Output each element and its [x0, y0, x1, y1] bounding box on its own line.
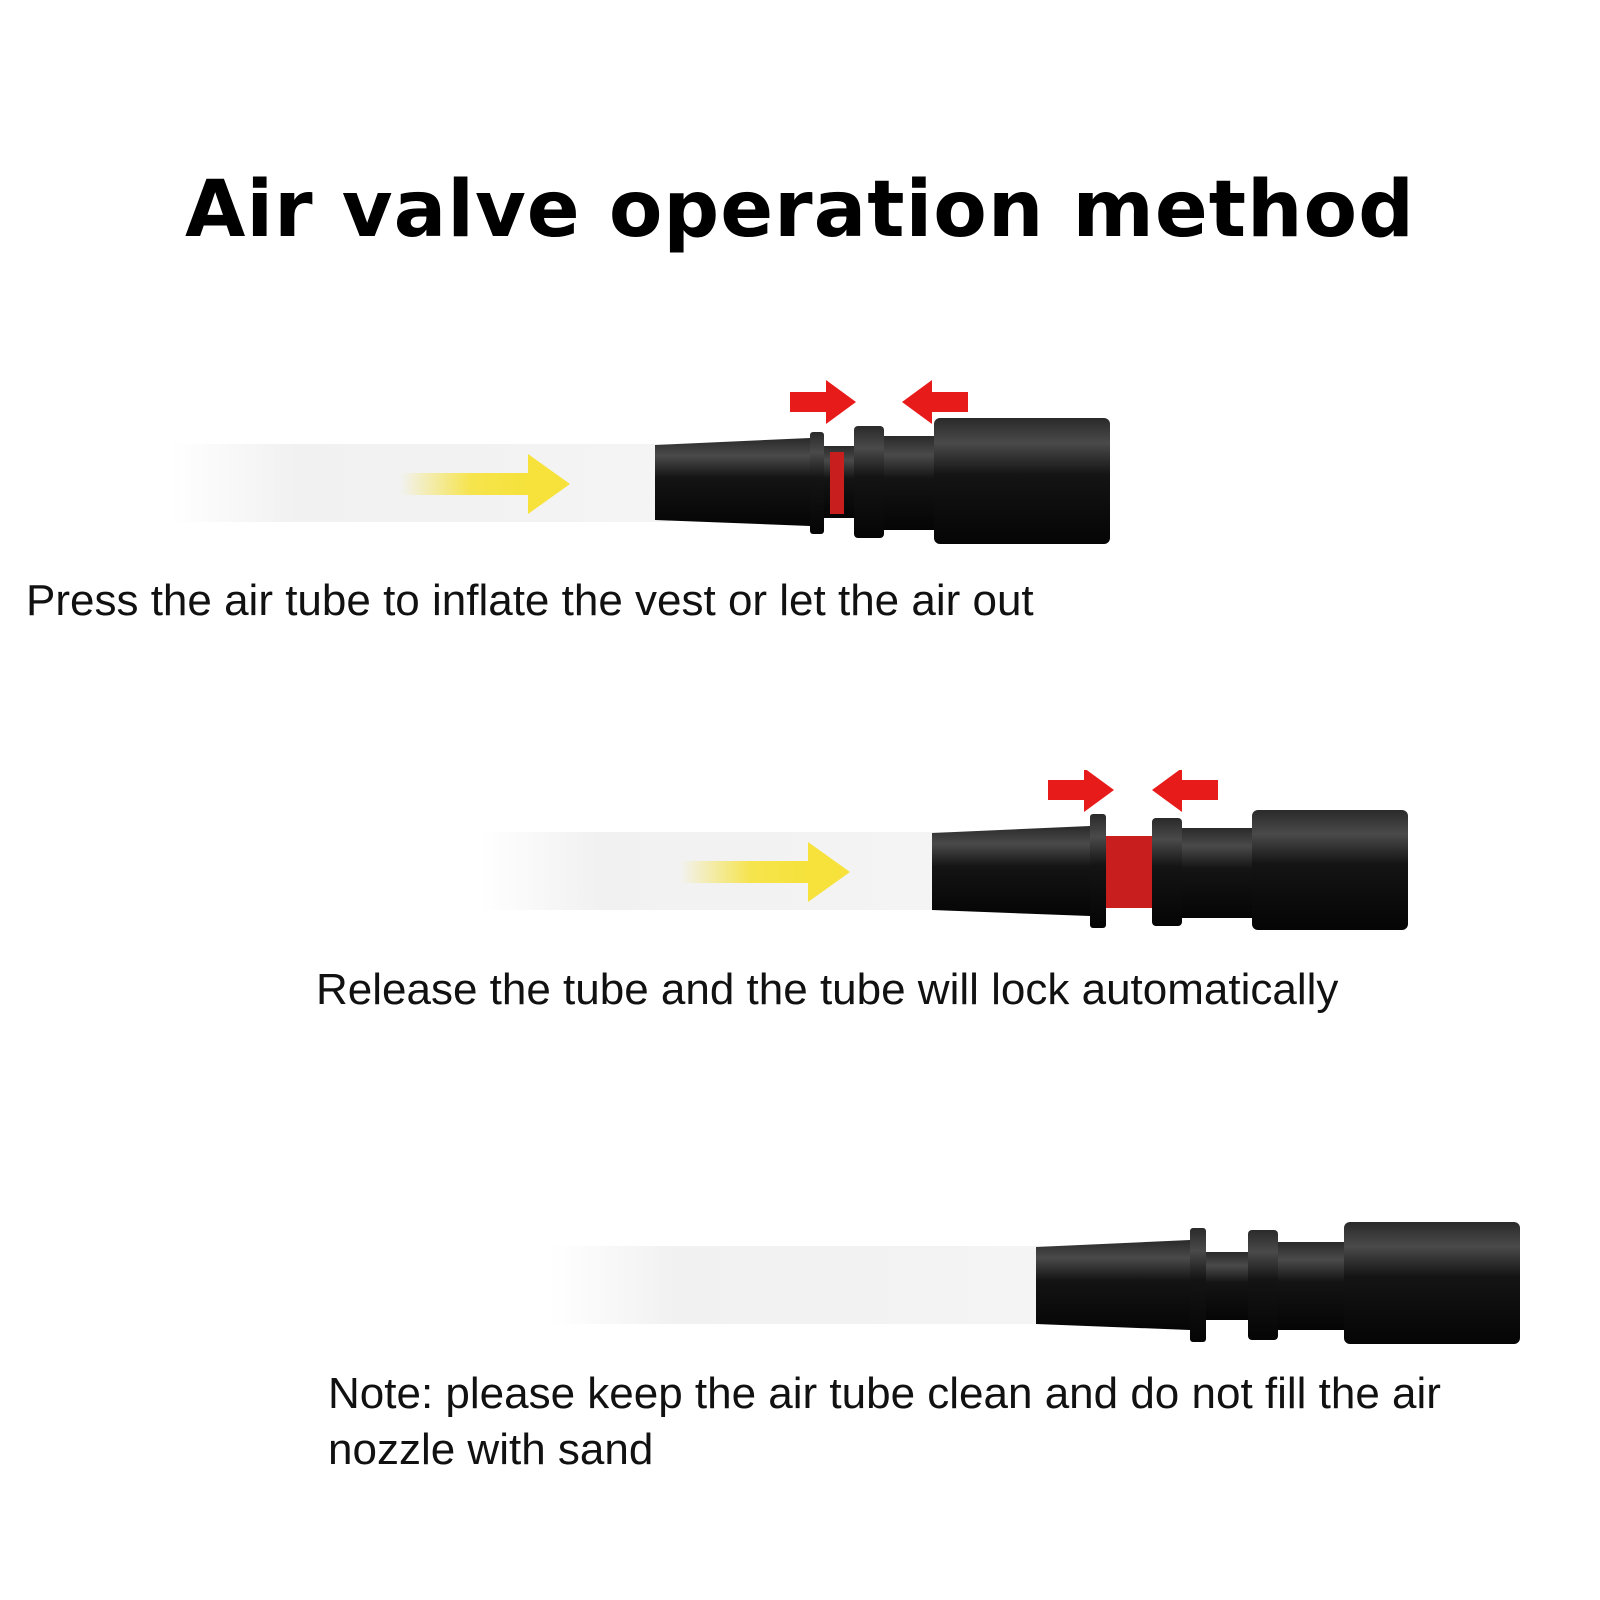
press-arrow-right-icon: [1048, 770, 1114, 812]
air-tube: [550, 1246, 1050, 1324]
page-title: Air valve operation method: [185, 165, 1415, 255]
airflow-arrow-icon: [400, 454, 570, 514]
press-arrow-left-icon: [1152, 770, 1218, 812]
airflow-arrow-icon: [680, 842, 850, 902]
air-valve-released-illustration: [480, 770, 1408, 930]
valve-body: [1036, 1222, 1520, 1344]
step-3-note-caption: Note: please keep the air tube clean and…: [328, 1369, 1441, 1474]
seal-ring: [1106, 836, 1152, 908]
step-2-caption: Release the tube and the tube will lock …: [316, 965, 1339, 1014]
air-valve-normal-illustration: [550, 1222, 1520, 1344]
valve-body: [655, 418, 1110, 544]
press-arrow-left-icon: [902, 380, 968, 424]
seal-ring: [830, 452, 844, 514]
valve-body: [932, 810, 1408, 930]
air-valve-pressed-illustration: [170, 380, 1110, 544]
press-arrow-right-icon: [790, 380, 856, 424]
step-1-caption: Press the air tube to inflate the vest o…: [26, 576, 1034, 625]
